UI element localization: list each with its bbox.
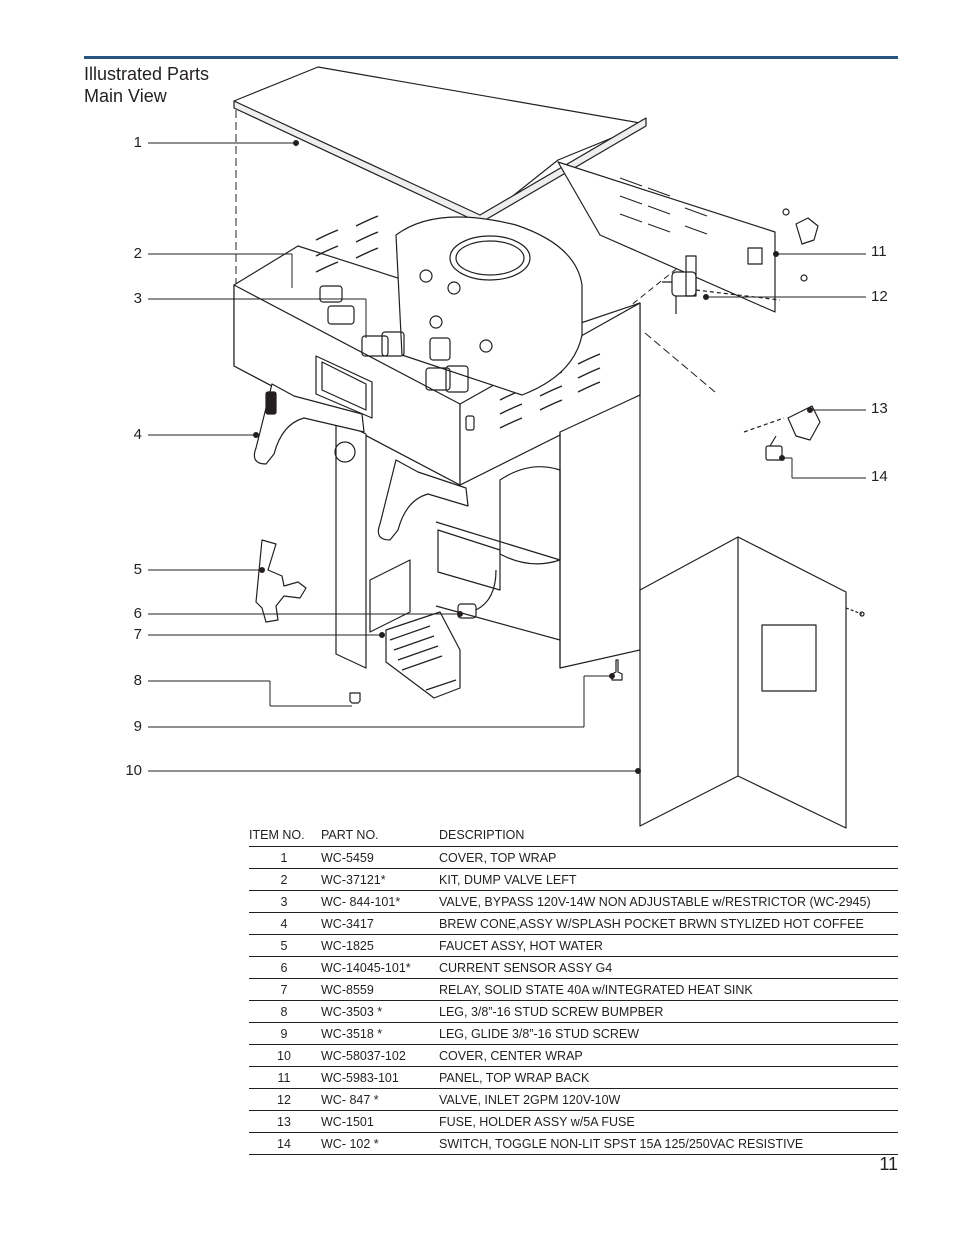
leg-bumper — [349, 692, 361, 704]
part-no: WC- 102 * — [319, 1132, 439, 1155]
part-no: WC-3417 — [319, 912, 439, 935]
item-no: 7 — [249, 978, 319, 1001]
description: COVER, TOP WRAP — [439, 846, 898, 869]
callout-14: 14 — [871, 468, 888, 485]
col-description: DESCRIPTION — [439, 828, 525, 842]
water-tank — [395, 216, 583, 396]
callout-3: 3 — [133, 290, 142, 307]
description: VALVE, BYPASS 120V-14W NON ADJUSTABLE w/… — [439, 890, 898, 913]
item-no: 1 — [249, 846, 319, 869]
callout-7: 7 — [133, 626, 142, 643]
item-no: 2 — [249, 868, 319, 891]
callout-9: 9 — [133, 718, 142, 735]
callout-11: 11 — [871, 243, 887, 260]
item-no: 4 — [249, 912, 319, 935]
item-no: 12 — [249, 1088, 319, 1111]
description: LEG, 3/8”-16 STUD SCREW BUMPBER — [439, 1000, 898, 1023]
callout-4: 4 — [133, 426, 142, 443]
item-no: 3 — [249, 890, 319, 913]
callout-12: 12 — [871, 288, 888, 305]
item-no: 9 — [249, 1022, 319, 1045]
fuse-holder — [787, 405, 821, 441]
callout-6: 6 — [133, 605, 142, 622]
description: FUSE, HOLDER ASSY w/5A FUSE — [439, 1110, 898, 1133]
part-no: WC- 847 * — [319, 1088, 439, 1111]
description: SWITCH, TOGGLE NON-LIT SPST 15A 125/250V… — [439, 1132, 898, 1155]
part-no: WC-1501 — [319, 1110, 439, 1133]
table-header-row: ITEM NO. PART NO. DESCRIPTION — [249, 824, 898, 847]
page-title: Illustrated Parts Main View — [84, 63, 209, 107]
lower-housing — [335, 419, 367, 669]
top-wrap-back-panel — [557, 161, 776, 313]
exploded-parts-diagram — [148, 66, 866, 829]
part-no: WC- 844-101* — [319, 890, 439, 913]
item-no: 6 — [249, 956, 319, 979]
part-no: WC-5459 — [319, 846, 439, 869]
description: KIT, DUMP VALVE LEFT — [439, 868, 898, 891]
callout-8: 8 — [133, 672, 142, 689]
solid-state-relay — [385, 611, 461, 699]
callout-10: 10 — [125, 762, 142, 779]
col-part-no: PART NO. — [321, 828, 379, 842]
part-no: WC-1825 — [319, 934, 439, 957]
description: LEG, GLIDE 3/8”-16 STUD SCREW — [439, 1022, 898, 1045]
part-no: WC-3503 * — [319, 1000, 439, 1023]
part-no: WC-14045-101* — [319, 956, 439, 979]
header-rule — [84, 56, 898, 59]
part-no: WC-8559 — [319, 978, 439, 1001]
current-sensor — [457, 603, 477, 619]
item-no: 5 — [249, 934, 319, 957]
part-no: WC-5983-101 — [319, 1066, 439, 1089]
description: RELAY, SOLID STATE 40A w/INTEGRATED HEAT… — [439, 978, 898, 1001]
inlet-valve — [662, 255, 781, 314]
item-no: 13 — [249, 1110, 319, 1133]
callout-5: 5 — [133, 561, 142, 578]
description: COVER, CENTER WRAP — [439, 1044, 898, 1067]
callout-1: 1 — [133, 134, 142, 151]
item-no: 10 — [249, 1044, 319, 1067]
item-no: 14 — [249, 1132, 319, 1155]
part-no: WC-37121* — [319, 868, 439, 891]
description: CURRENT SENSOR ASSY G4 — [439, 956, 898, 979]
hot-water-faucet — [255, 539, 307, 623]
control-display — [315, 355, 373, 419]
title-line-2: Main View — [84, 86, 167, 106]
title-line-1: Illustrated Parts — [84, 64, 210, 84]
callout-13: 13 — [871, 400, 888, 417]
part-no: WC-3518 * — [319, 1022, 439, 1045]
part-no: WC-58037-102 — [319, 1044, 439, 1067]
description: PANEL, TOP WRAP BACK — [439, 1066, 898, 1089]
description: VALVE, INLET 2GPM 120V-10W — [439, 1088, 898, 1111]
item-no: 8 — [249, 1000, 319, 1023]
page-number: 11 — [879, 1154, 898, 1174]
center-wrap-cover — [639, 536, 847, 829]
item-no: 11 — [249, 1066, 319, 1089]
description: FAUCET ASSY, HOT WATER — [439, 934, 898, 957]
description: BREW CONE,ASSY W/SPLASH POCKET BRWN STYL… — [439, 912, 898, 935]
callout-2: 2 — [133, 245, 142, 262]
brew-cone-left — [253, 383, 365, 465]
col-item-no: ITEM NO. — [249, 828, 305, 842]
toggle-switch — [765, 445, 783, 461]
